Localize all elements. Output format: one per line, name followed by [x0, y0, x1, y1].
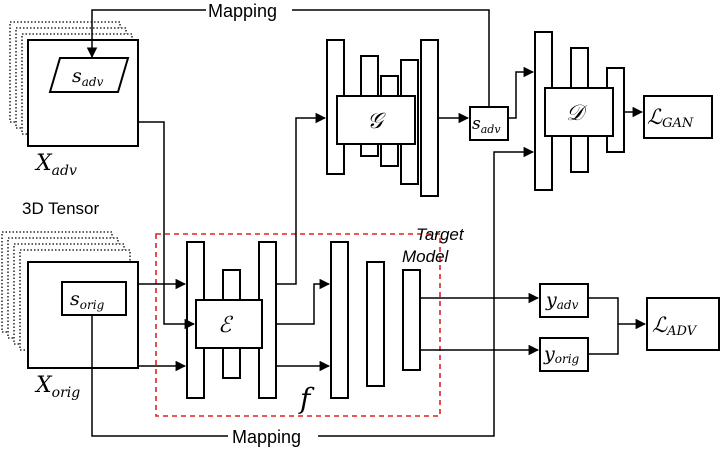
svg-text:Xorig: Xorig [34, 373, 80, 401]
x-orig-tensor-stack [1, 231, 139, 369]
encoder-to-classifier-wire-1 [276, 278, 331, 325]
s-adv-input-patch [48, 57, 130, 93]
x-orig-sub: orig [52, 385, 81, 401]
svg-text:yadv: yadv [545, 289, 579, 312]
generator-box [336, 95, 416, 145]
target-model-label-1: Target [416, 225, 465, 244]
generator-label: 𝒢 [367, 109, 386, 134]
svg-text:ℒGAN: ℒGAN [647, 105, 694, 131]
discriminator-label: 𝒟 [566, 101, 588, 126]
discriminator-box [544, 87, 614, 137]
discriminator-block [534, 31, 625, 191]
loss-gan-label: ℒ [647, 105, 663, 129]
encoder-block [186, 241, 277, 399]
y-orig-to-loss-adv-wire [588, 324, 619, 355]
encoder-label: ℰ [218, 313, 234, 338]
svg-text:Xadv: Xadv [34, 151, 77, 179]
mapping-top-wire-left [86, 9, 206, 59]
loss-gan-sub: GAN [662, 116, 694, 131]
x-orig-label: X [34, 373, 53, 398]
y-orig-box [539, 337, 589, 372]
y-adv-label: y [545, 289, 557, 311]
s-orig-input-label: s [70, 288, 80, 310]
target-model-region [155, 233, 441, 417]
y-orig-label: y [543, 343, 555, 365]
y-orig-sub: orig [555, 352, 580, 366]
generator-block [326, 39, 439, 197]
mapping-top-wire-right [292, 9, 490, 107]
x-adv-to-encoder-wire [138, 121, 196, 330]
mapping-bottom-wire-right [318, 146, 535, 437]
classifier-layer-2 [366, 261, 385, 387]
s-orig-input-sub: orig [80, 298, 105, 312]
s-adv-output-label: s [472, 114, 481, 134]
y-adv-box [539, 283, 589, 318]
classifier-layer-1 [330, 241, 349, 399]
svg-text:yorig: yorig [543, 343, 580, 366]
x-adv-sub: adv [52, 163, 77, 179]
y-adv-to-loss-adv-wire [588, 297, 647, 330]
x-adv-label: X [34, 151, 53, 176]
loss-adv-sub: ADV [666, 324, 698, 339]
s-adv-input-sub: adv [82, 75, 104, 89]
y-adv-sub: adv [557, 298, 579, 312]
f-label: f [298, 382, 315, 415]
svg-text:sadv: sadv [72, 65, 104, 89]
loss-adv-box [646, 297, 720, 351]
loss-adv-label: ℒ [652, 313, 668, 337]
svg-text:sorig: sorig [70, 288, 105, 312]
mapping-bottom-label: Mapping [232, 427, 301, 447]
s-orig-input-patch [61, 281, 127, 316]
s-adv-output-sub: adv [481, 123, 502, 136]
mapping-bottom-wire-left [91, 315, 228, 437]
svg-text:ℒADV: ℒADV [652, 313, 698, 339]
mapping-top-label: Mapping [208, 1, 277, 21]
tensor-label: 3D Tensor [22, 199, 100, 218]
sadv-to-discriminator-wire [508, 66, 535, 119]
loss-gan-box [643, 95, 713, 139]
svg-text:sadv: sadv [472, 114, 501, 136]
target-model-label-2: Model [402, 247, 450, 266]
s-adv-input-label: s [72, 65, 82, 87]
encoder-box [195, 299, 263, 349]
classifier-layer-3 [402, 269, 421, 371]
encoder-to-generator-wire [276, 112, 327, 285]
